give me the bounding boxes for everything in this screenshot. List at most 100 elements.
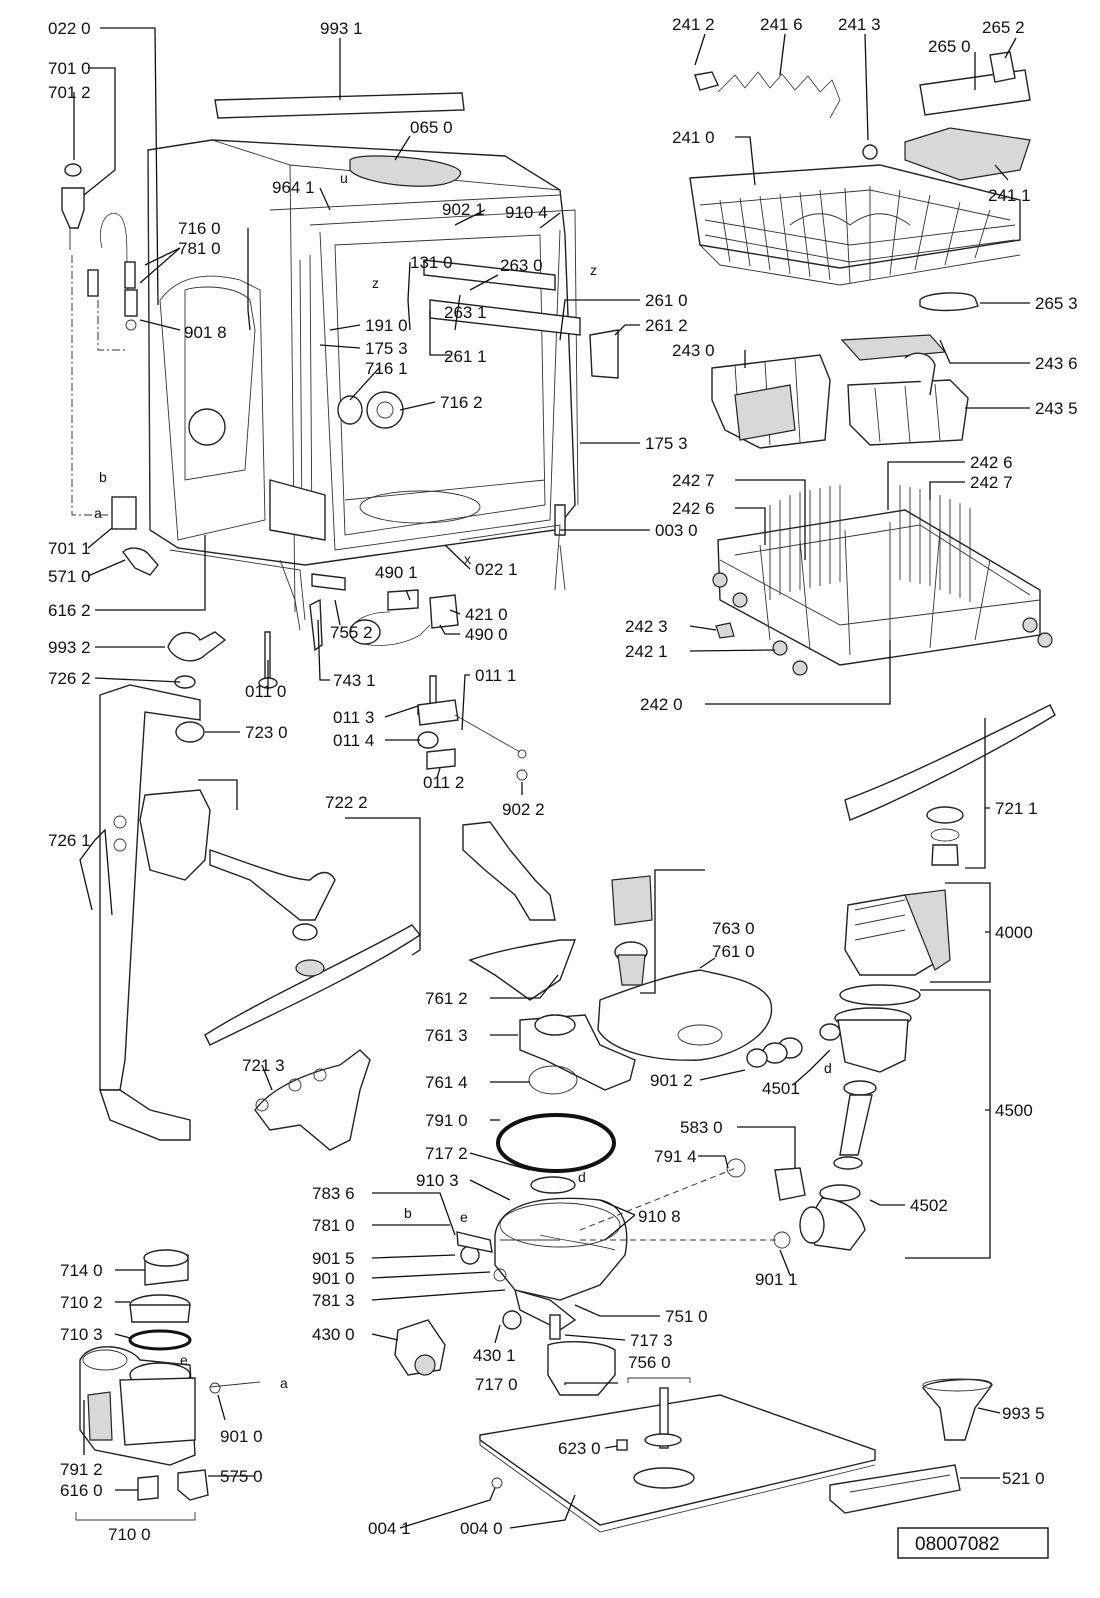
label-783-6: 783 6 — [312, 1184, 355, 1203]
label-716-2: 716 2 — [440, 393, 483, 412]
label-265-3: 265 3 — [1035, 294, 1078, 313]
label-993-1: 993 1 — [320, 19, 363, 38]
label-781-3: 781 3 — [312, 1291, 355, 1310]
label-791-0: 791 0 — [425, 1111, 468, 1130]
label-241-1: 241 1 — [988, 186, 1031, 205]
label-265-2: 265 2 — [982, 18, 1025, 37]
label-263-1: 263 1 — [444, 303, 487, 322]
label-490-1: 490 1 — [375, 563, 418, 582]
label-243-6: 243 6 — [1035, 354, 1078, 373]
connection-letter-a1: a — [94, 505, 102, 521]
label-726-2: 726 2 — [48, 669, 91, 688]
label-521-0: 521 0 — [1002, 1469, 1045, 1488]
label-490-0: 490 0 — [465, 625, 508, 644]
label-242-6-left: 242 6 — [672, 499, 715, 518]
connection-letter-d2: d — [824, 1060, 832, 1076]
label-716-0: 716 0 — [178, 219, 221, 238]
label-716-1: 716 1 — [365, 359, 408, 378]
label-003-0: 003 0 — [655, 521, 698, 540]
label-242-6-right: 242 6 — [970, 453, 1013, 472]
tub-accessories — [167, 573, 459, 689]
label-761-2: 761 2 — [425, 989, 468, 1008]
drain-pump-motor — [579, 889, 951, 1251]
document-number: 08007082 — [915, 1534, 1000, 1555]
label-901-0-bottom: 901 0 — [220, 1427, 263, 1446]
label-242-0: 242 0 — [640, 695, 683, 714]
label-717-3: 717 3 — [630, 1331, 673, 1350]
label-022-0: 022 0 — [48, 19, 91, 38]
label-756-0: 756 0 — [628, 1353, 671, 1372]
connection-letter-e1: e — [460, 1209, 468, 1225]
door-hinge-parts — [417, 675, 528, 781]
label-761-4: 761 4 — [425, 1073, 468, 1092]
label-781-0-mid: 781 0 — [312, 1216, 355, 1235]
label-993-5: 993 5 — [1002, 1404, 1045, 1423]
label-243-0: 243 0 — [672, 341, 715, 360]
label-616-2: 616 2 — [48, 601, 91, 620]
label-011-3: 011 3 — [333, 708, 374, 727]
label-4500: 4500 — [995, 1101, 1033, 1120]
label-901-8: 901 8 — [184, 323, 227, 342]
label-910-4: 910 4 — [505, 203, 548, 222]
label-781-0-top: 781 0 — [178, 239, 221, 258]
label-011-1: 011 1 — [475, 666, 516, 685]
label-717-2: 717 2 — [425, 1144, 468, 1163]
connection-letter-b1: b — [99, 469, 107, 485]
label-175-3-left: 175 3 — [365, 339, 408, 358]
base-pan — [479, 1377, 876, 1533]
label-901-1: 901 1 — [755, 1270, 798, 1289]
label-701-0: 701 0 — [48, 59, 91, 78]
connection-letter-x: x — [464, 551, 471, 567]
part-labels: 022 0 993 1 701 0 701 2 065 0 964 1 902 … — [48, 15, 1078, 1544]
label-901-5: 901 5 — [312, 1249, 355, 1268]
leader-lines — [73, 27, 1030, 1529]
label-241-0: 241 0 — [672, 128, 715, 147]
connection-letter-a2: a — [280, 1375, 288, 1391]
connection-letter-b2: b — [404, 1205, 412, 1221]
label-4501: 4501 — [762, 1079, 800, 1098]
label-430-0: 430 0 — [312, 1325, 355, 1344]
label-714-0: 714 0 — [60, 1261, 103, 1280]
connection-letter-e2: e — [180, 1352, 188, 1368]
label-751-0: 751 0 — [665, 1307, 708, 1326]
label-022-1: 022 1 — [475, 560, 518, 579]
label-722-2: 722 2 — [325, 793, 368, 812]
label-743-1: 743 1 — [333, 671, 376, 690]
label-430-1: 430 1 — [473, 1346, 516, 1365]
connection-letter-z2: z — [590, 262, 597, 278]
label-261-2: 261 2 — [645, 316, 688, 335]
tub-cabinet — [147, 92, 619, 631]
cutlery-baskets — [711, 334, 969, 449]
label-011-0: 011 0 — [245, 682, 286, 701]
label-583-0: 583 0 — [680, 1118, 723, 1137]
label-011-4: 011 4 — [333, 731, 374, 750]
label-011-2: 011 2 — [423, 773, 464, 792]
label-901-0-mid: 901 0 — [312, 1269, 355, 1288]
label-241-2: 241 2 — [672, 15, 715, 34]
label-761-3: 761 3 — [425, 1026, 468, 1045]
label-721-3: 721 3 — [242, 1056, 285, 1075]
label-4502: 4502 — [910, 1196, 948, 1215]
label-710-2: 710 2 — [60, 1293, 103, 1312]
label-004-1: 004 1 — [368, 1519, 411, 1538]
label-242-7-right: 242 7 — [970, 473, 1013, 492]
label-910-3: 910 3 — [416, 1171, 459, 1190]
label-791-2: 791 2 — [60, 1460, 103, 1479]
label-701-1: 701 1 — [48, 539, 91, 558]
document-number-box: 08007082 — [897, 1527, 1049, 1559]
label-616-0: 616 0 — [60, 1481, 103, 1500]
sump-and-filter — [394, 821, 773, 1396]
label-710-3: 710 3 — [60, 1325, 103, 1344]
label-726-1: 726 1 — [48, 831, 91, 850]
label-241-6: 241 6 — [760, 15, 803, 34]
label-575-0: 575 0 — [220, 1467, 263, 1486]
upper-basket — [689, 51, 1031, 312]
spray-arms-and-pipes — [99, 675, 1056, 1151]
label-723-0: 723 0 — [245, 723, 288, 742]
label-175-3-right: 175 3 — [645, 434, 688, 453]
label-243-5: 243 5 — [1035, 399, 1078, 418]
label-265-0: 265 0 — [928, 37, 971, 56]
label-263-0: 263 0 — [500, 256, 543, 275]
label-065-0: 065 0 — [410, 118, 453, 137]
